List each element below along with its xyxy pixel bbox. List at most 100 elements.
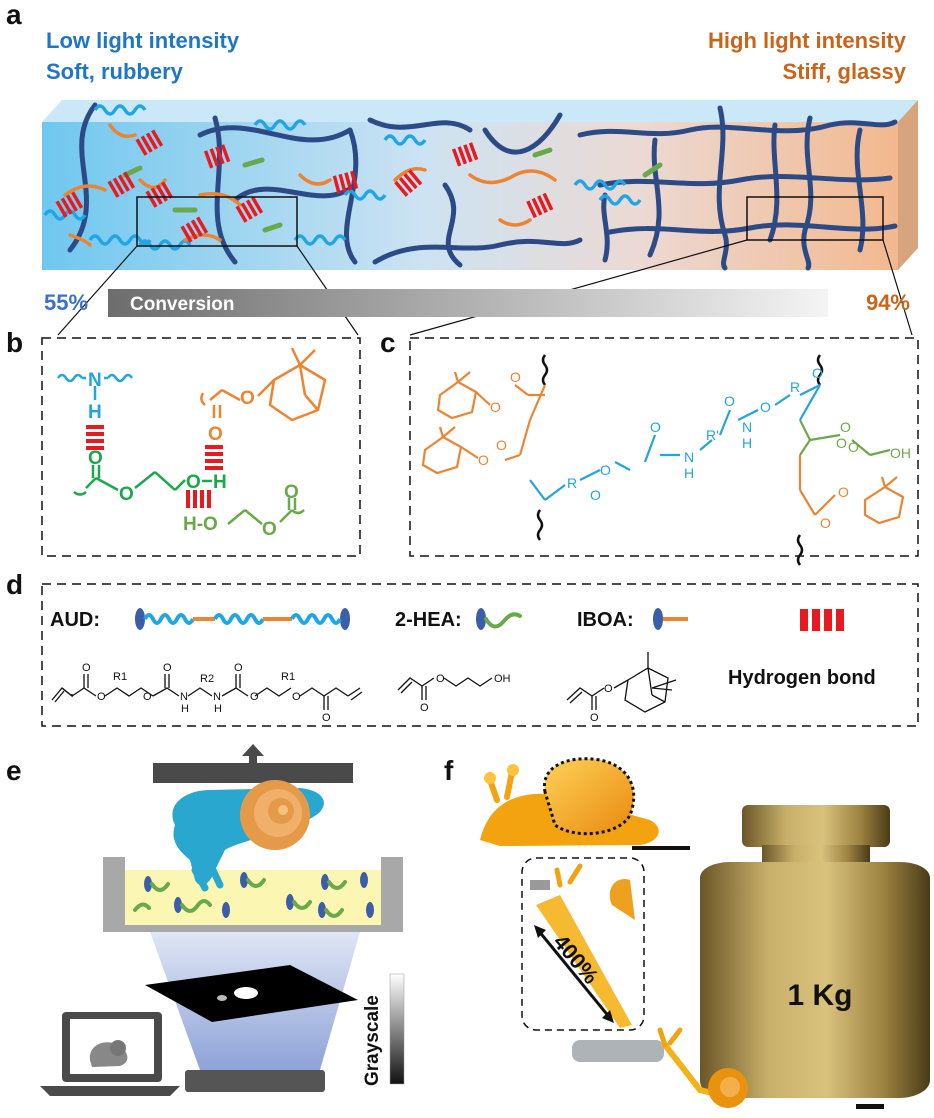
panel-d: d AUD: 2-HEA: IBOA: Hydrogen bond (6, 569, 919, 727)
c-atom-10: H (684, 465, 694, 481)
aud-label: AUD: (50, 609, 100, 631)
atom-o-carbonyl: O (88, 448, 103, 469)
atom-o-second-carbonyl: O (284, 482, 299, 503)
c-atom-17: O (812, 365, 823, 381)
aud-atom-4: O (163, 662, 172, 674)
c-atom-21: O (848, 439, 859, 455)
soft-rubbery-label: Soft, rubbery (46, 59, 184, 84)
hbond-symbol (800, 609, 844, 631)
light-source (185, 1070, 325, 1092)
hea-atom-2: OH (494, 673, 511, 685)
hydrogen-bond-label: Hydrogen bond (728, 667, 876, 689)
hbond-mark (107, 171, 136, 198)
vat-floor (103, 925, 403, 932)
aud-atom-6: R2 (200, 673, 214, 685)
atom-h-nh: H (88, 402, 102, 423)
stretch-inset (521, 857, 645, 1031)
hbond-mark (180, 216, 209, 243)
hea-chain-b (73, 465, 186, 496)
stiff-glassy-label: Stiff, glassy (783, 59, 907, 84)
c-atom-20: OH (890, 445, 911, 461)
aud-atom-7: N (213, 691, 221, 703)
hbond-mark (332, 170, 359, 194)
low-intensity-label: Low light intensity (46, 28, 240, 53)
hea-atoms: O O OH (420, 673, 511, 714)
aud-atom-8: O (234, 662, 243, 674)
aud-atom-1: O (97, 691, 106, 703)
iboa-atoms: O O (590, 683, 613, 724)
hbond-b1 (86, 425, 104, 450)
conversion-label: Conversion (130, 294, 235, 315)
iboa-label: IBOA: (577, 609, 634, 631)
up-arrow-icon (242, 744, 264, 764)
panel-b: b N H O (6, 327, 361, 557)
panel-d-box (41, 583, 919, 727)
scale-bar-top (632, 846, 690, 850)
grayscale-bar (389, 973, 405, 1085)
iboa-atom-0: O (604, 683, 613, 695)
hea-structure (397, 677, 493, 700)
zoom-box-b (136, 196, 298, 247)
printed-snail (172, 780, 324, 892)
c-atom-3: O (496, 437, 507, 453)
strain-arrow (536, 929, 612, 1019)
stretched-snail (530, 863, 635, 1028)
c-atom-12: N (742, 419, 752, 435)
c-atom-13: H (742, 435, 752, 451)
aud-atom-12: O (322, 712, 331, 724)
hbond-b3 (186, 490, 211, 508)
conversion-bar (108, 289, 828, 317)
aud-atom-10: R1 (281, 671, 295, 683)
c-atom-19: O (840, 419, 851, 435)
iboa-symbol (653, 608, 688, 630)
aud-atom-9: O (250, 691, 259, 703)
polymer-slab (42, 100, 918, 270)
conversion-end: 94% (866, 290, 910, 315)
panel-label-d: d (6, 569, 23, 600)
panel-e: e (6, 744, 405, 1096)
panel-label-b: b (6, 327, 23, 358)
panel-label-f: f (444, 755, 454, 786)
aud-atom-13: H (181, 703, 189, 715)
snail-photo (480, 757, 659, 846)
vat-wall-right (381, 857, 403, 932)
c-atom-1: O (510, 369, 521, 385)
hea-segments (122, 147, 663, 233)
brass-weight (700, 805, 930, 1098)
panel-b-box (41, 337, 361, 557)
c-atom-5: O (820, 515, 831, 531)
hbond-mark (135, 129, 164, 156)
conversion-start: 55% (44, 290, 88, 315)
hea-atom-0: O (436, 673, 445, 685)
c-atom-7: O (600, 462, 611, 478)
c-atom-22: O (836, 435, 847, 451)
zoom-box-c (746, 196, 884, 241)
hbond-mark (235, 196, 264, 223)
scale-bar-bottom (856, 1104, 884, 1109)
clamp-bar (572, 1040, 664, 1062)
nh-group (56, 373, 134, 400)
aud-structure (51, 674, 363, 710)
aud-atom-0: O (82, 662, 91, 674)
c-atom-2: O (478, 452, 489, 468)
iboa-fragment-b (200, 347, 327, 422)
aud-atom-3: O (143, 691, 152, 703)
backbone-ends (536, 354, 824, 566)
panel-f: f 400% 1 Kg (444, 755, 930, 1109)
atom-ho-second: H-O (183, 514, 218, 535)
high-intensity-label: High light intensity (708, 28, 907, 53)
weight-label: 1 Kg (787, 979, 852, 1012)
hbond-mark (394, 169, 423, 197)
hea-chain-c (799, 419, 891, 457)
atom-o-second-ester: O (262, 519, 277, 540)
aud-spacer-c (529, 384, 821, 501)
aud-atom-11: O (292, 691, 301, 703)
aud-atom-5: N (180, 691, 188, 703)
panel-c-box (409, 337, 919, 557)
laptop-icon (40, 1012, 180, 1096)
atom-o-iboa-carbonyl: O (208, 424, 223, 445)
panel-label-e: e (6, 755, 22, 786)
c-atom-0: O (490, 399, 501, 415)
atom-o-hydroxyl: O (186, 472, 201, 493)
